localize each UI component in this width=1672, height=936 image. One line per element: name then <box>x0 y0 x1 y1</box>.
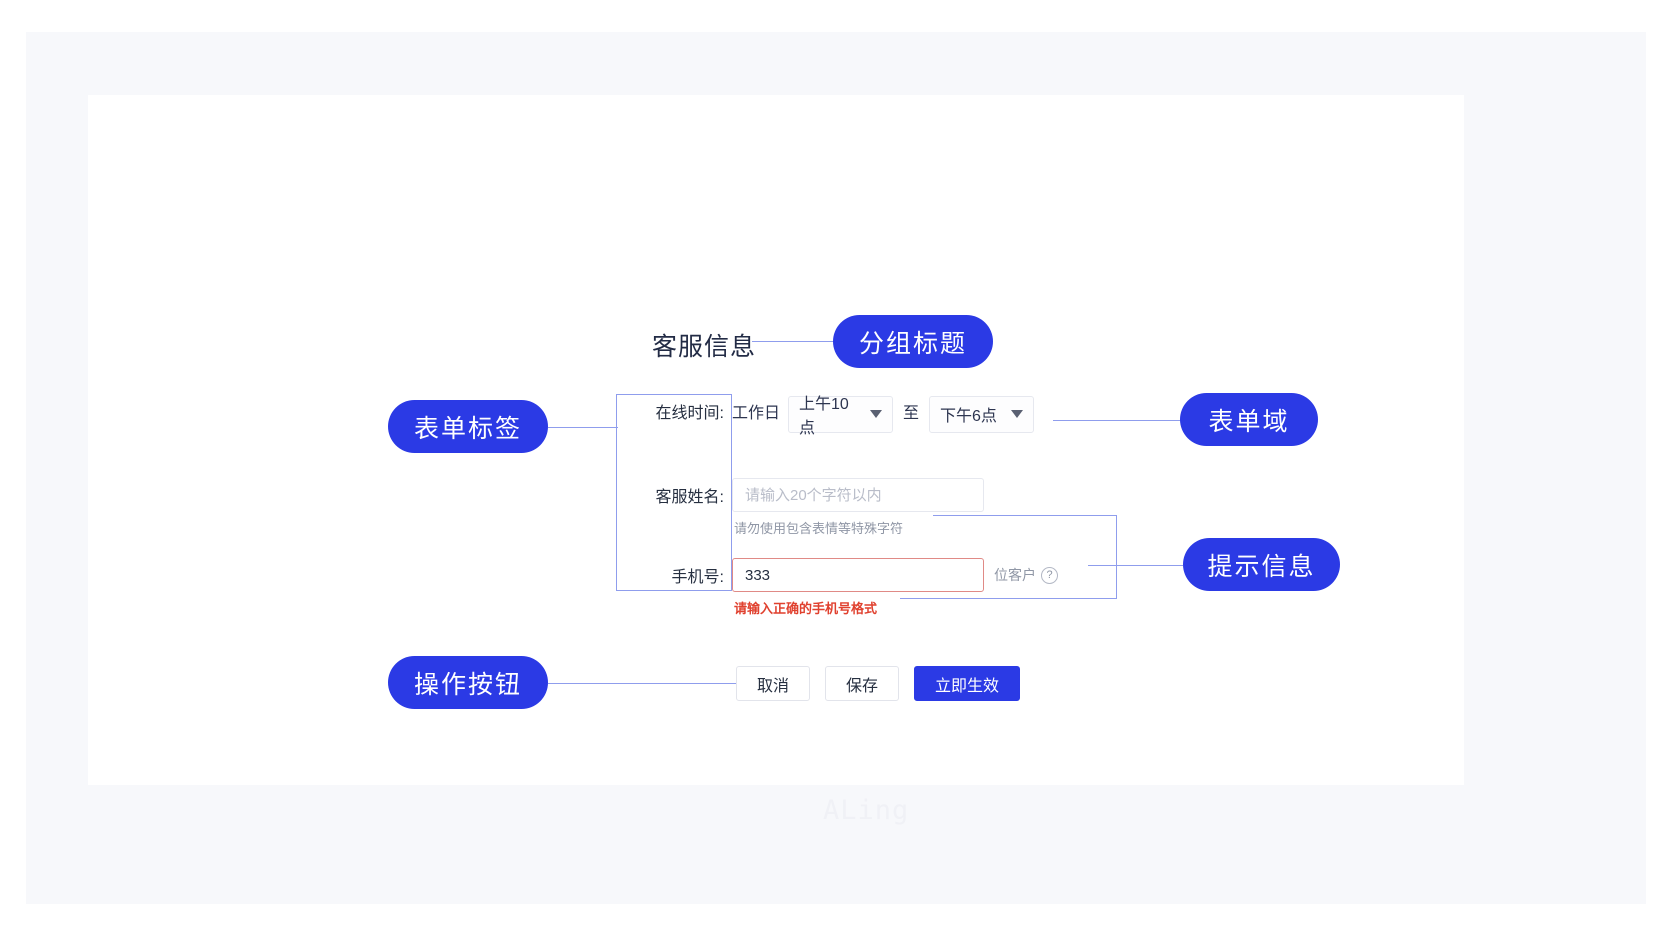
phone-error-text: 请输入正确的手机号格式 <box>734 601 878 616</box>
cancel-button[interactable]: 取消 <box>736 666 811 701</box>
select-end-time[interactable]: 下午6点 <box>929 395 1035 433</box>
label-phone: 手机号: <box>671 569 724 586</box>
connector-line-group-title <box>752 341 836 342</box>
row-spacer <box>616 537 1058 558</box>
annotation-pill-form-label: 表单标签 <box>388 400 548 453</box>
question-circle-icon[interactable]: ? <box>1041 566 1058 584</box>
row-spacer <box>616 434 1058 478</box>
annotation-pill-hint-info: 提示信息 <box>1183 538 1340 591</box>
control-online-time: 工作日 上午10点 至 下午6点 <box>732 394 1035 437</box>
connector-line-hint-top <box>933 515 1117 516</box>
select-start-time-value: 上午10点 <box>799 396 849 437</box>
agent-name-help-text: 请勿使用包含表情等特殊字符 <box>734 521 904 536</box>
phone-suffix-text: 位客户 <box>994 567 1036 583</box>
control-phone: 位客户 ? 请输入正确的手机号格式 <box>732 558 1058 617</box>
apply-button[interactable]: 立即生效 <box>914 666 1021 701</box>
label-agent-name: 客服姓名: <box>655 489 724 506</box>
form-row-phone: 手机号: 位客户 ? 请输入正确的手机号格式 <box>616 558 1058 617</box>
phone-suffix: 位客户 ? <box>994 558 1058 592</box>
annotation-pill-group-title: 分组标题 <box>833 315 993 368</box>
chevron-down-icon <box>1011 410 1024 418</box>
annotation-pill-form-field: 表单域 <box>1180 393 1318 446</box>
form-label-bracket <box>616 394 732 591</box>
group-title: 客服信息 <box>652 333 757 361</box>
save-button[interactable]: 保存 <box>825 666 900 701</box>
connector-line-form-label <box>548 427 618 428</box>
online-time-static-text: 工作日 <box>732 405 781 422</box>
action-buttons: 取消 保存 立即生效 <box>736 666 1021 701</box>
connector-line-hint-error <box>900 598 1117 599</box>
annotation-pill-action-buttons: 操作按钮 <box>388 656 548 709</box>
select-start-time[interactable]: 上午10点 <box>788 395 894 437</box>
watermark: ALing <box>823 795 910 826</box>
online-time-between-text: 至 <box>903 405 920 422</box>
customer-service-form: 在线时间: 工作日 上午10点 至 下午6点 <box>616 394 1058 617</box>
connector-line-action-buttons <box>548 683 736 684</box>
select-end-time-value: 下午6点 <box>940 408 997 425</box>
label-online-time: 在线时间: <box>655 405 724 422</box>
connector-line-hint-vertical <box>1116 515 1117 598</box>
content-card: 客服信息 分组标题 表单标签 表单域 提示信息 操作按钮 在线时间: 工作日 <box>88 95 1464 826</box>
chevron-down-icon <box>870 410 883 418</box>
agent-name-input[interactable] <box>732 478 984 512</box>
connector-line-form-field <box>1053 420 1181 421</box>
form-row-agent-name: 客服姓名: 请勿使用包含表情等特殊字符 <box>616 478 1058 537</box>
control-agent-name: 请勿使用包含表情等特殊字符 <box>732 478 984 537</box>
form-row-online-time: 在线时间: 工作日 上午10点 至 下午6点 <box>616 394 1058 437</box>
connector-line-hint-pill <box>1088 565 1183 566</box>
phone-input[interactable] <box>732 558 984 592</box>
